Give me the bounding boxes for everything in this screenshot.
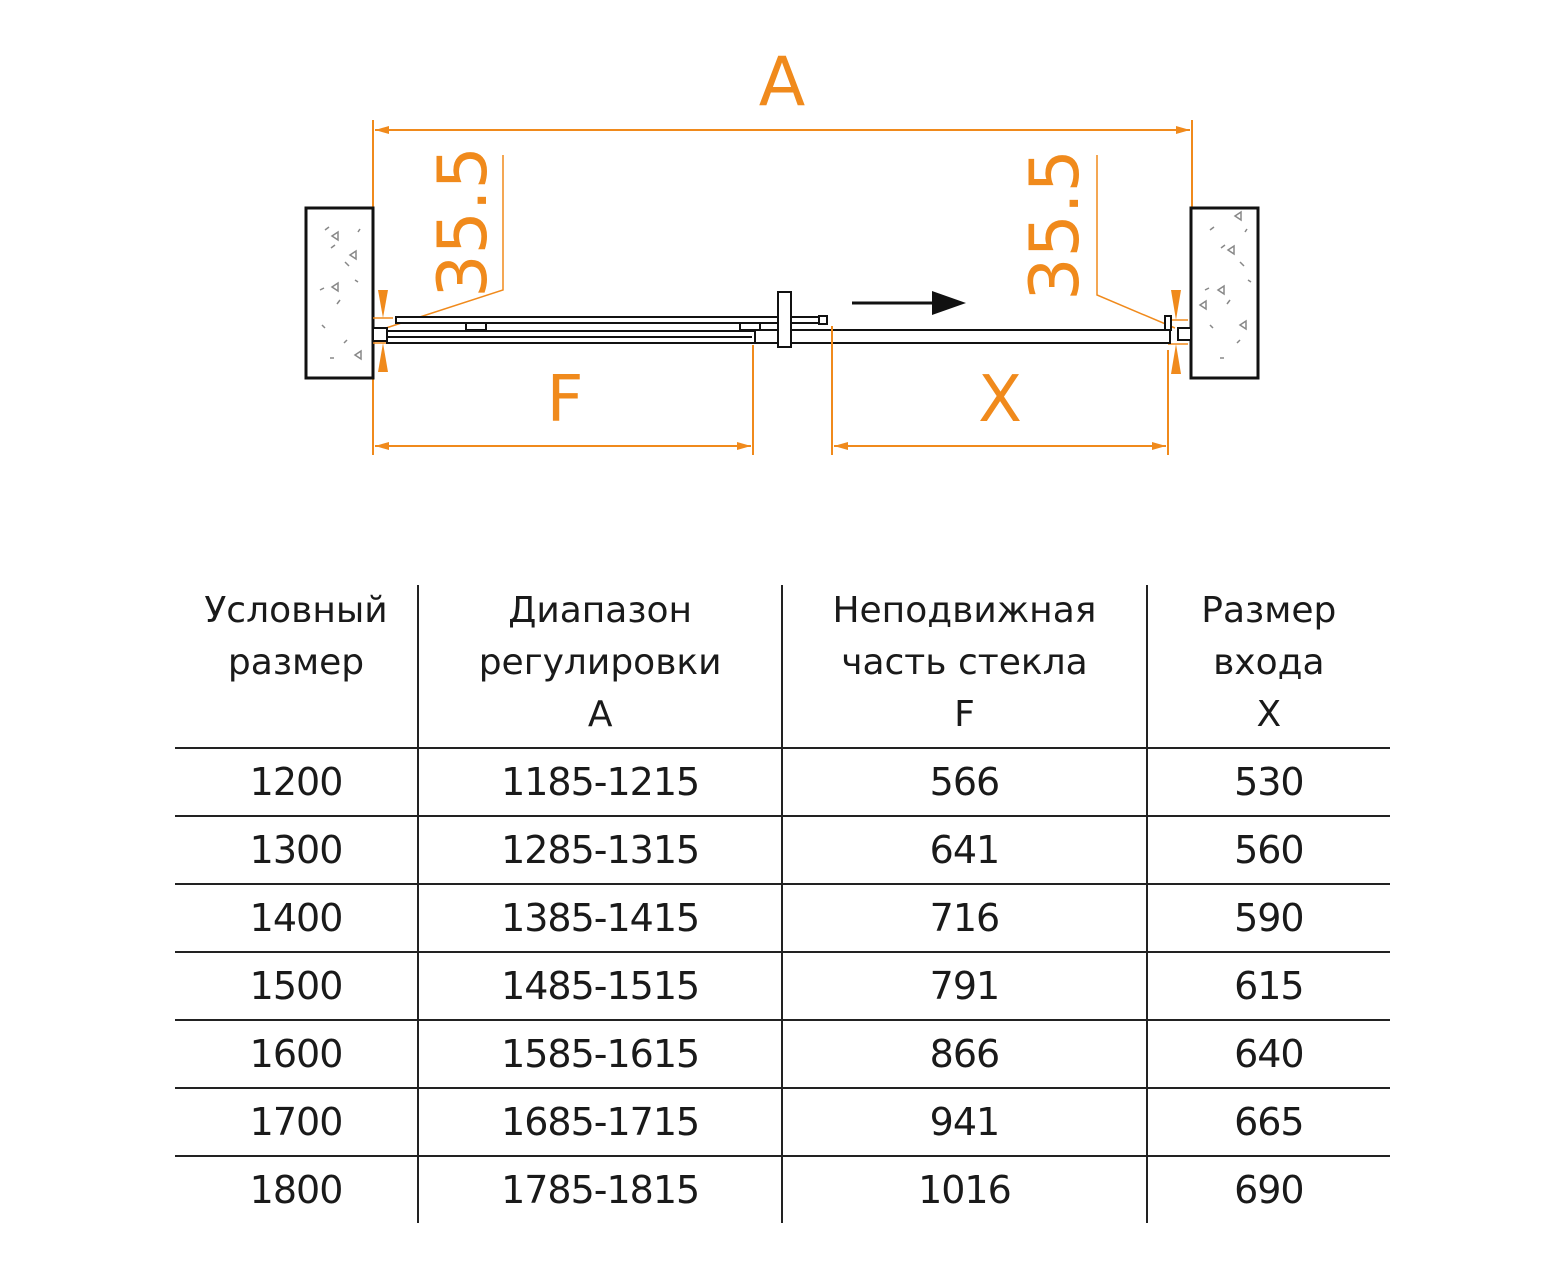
table-cell: 1400 [175,884,419,953]
gap-left-label: 35.5 [424,146,503,297]
left-wall [304,206,375,380]
table-cell: 1285-1315 [417,816,783,885]
gap-right-label: 35.5 [1016,149,1095,300]
header-line: Размер [1201,590,1337,631]
header-line: X [1256,694,1282,735]
table-cell: 1700 [175,1088,419,1157]
right-wall [1189,206,1260,380]
table-cell: 640 [1145,1020,1390,1089]
table-cell: 615 [1145,952,1390,1021]
table-cell: 641 [781,816,1147,885]
label-f: F [547,363,584,437]
table-cell: 791 [781,952,1147,1021]
header-line: входа [1213,642,1325,683]
table-cell: 1800 [249,1168,344,1212]
dimension-x [831,326,1169,455]
table-cell: 1016 [781,1156,1147,1223]
table-cell: 1185-1215 [417,748,783,817]
table-cell: 566 [781,748,1147,817]
table-cell: 1485-1515 [417,952,783,1021]
slide-direction-arrow-icon [852,291,966,315]
table-cell: 1385-1415 [417,884,783,953]
dimension-f [375,345,754,455]
header-line: часть стекла [841,642,1088,683]
header-line: Условный [204,590,388,631]
shower-door-assembly [372,291,1192,348]
header-line: Неподвижная [832,590,1097,631]
header-nominal-size: Условный размер [175,585,419,749]
table-cell: 941 [781,1088,1147,1157]
table-cell: 866 [781,1020,1147,1089]
table-cell: 560 [1145,816,1390,885]
table-cell: 716 [781,884,1147,953]
table-cell: 690 [1145,1156,1390,1223]
door-plan-diagram: A 35.5 35.5 [304,43,1260,455]
table-cell: 1785-1815 [417,1156,783,1223]
gap-markers [378,290,1181,374]
table-cell: 1500 [175,952,419,1021]
table-cell: 530 [1145,748,1390,817]
table-cell: 665 [1145,1088,1390,1157]
table-cell: 1300 [175,816,419,885]
table-cell: 1585-1615 [417,1020,783,1089]
table-cell: 590 [1145,884,1390,953]
label-a: A [759,43,806,122]
header-line: F [954,694,975,735]
header-line: Диапазон [508,590,693,631]
table-cell: 1600 [175,1020,419,1089]
header-line: регулировки [478,642,722,683]
table-cell: 1200 [175,748,419,817]
header-line: A [587,694,613,735]
header-line: размер [227,642,365,683]
table-cell: 1685-1715 [417,1088,783,1157]
label-x: X [978,363,1022,437]
